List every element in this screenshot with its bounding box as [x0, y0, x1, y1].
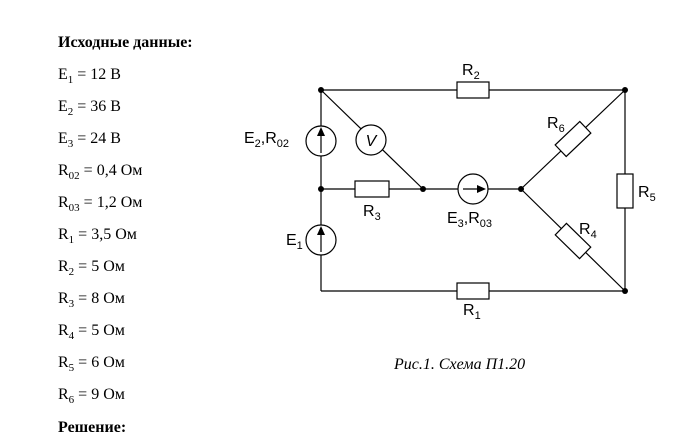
given-item: R2 = 5 Ом [58, 258, 125, 279]
given-item: R6 = 9 Ом [58, 386, 125, 407]
given-item: E3 = 24 В [58, 130, 121, 151]
resistor-r1 [456, 282, 490, 300]
given-item: R4 = 5 Ом [58, 322, 125, 343]
label-e2-r02: E2,R02 [244, 130, 289, 150]
given-item: E2 = 36 В [58, 98, 121, 119]
source-e2 [305, 125, 337, 157]
voltmeter-label: V [366, 133, 378, 150]
resistor-r3 [354, 180, 390, 198]
junction-nodes [318, 87, 628, 294]
label-e1: E1 [286, 232, 303, 252]
label-r5: R5 [638, 184, 656, 204]
voltmeter: V [355, 124, 387, 156]
given-item: E1 = 12 В [58, 66, 121, 87]
given-item: R03 = 1,2 Ом [58, 194, 143, 215]
given-item: R5 = 6 Ом [58, 354, 125, 375]
label-r4: R4 [579, 221, 597, 241]
figure-caption: Рис.1. Схема П1.20 [393, 356, 525, 373]
given-item: R1 = 3,5 Ом [58, 226, 137, 247]
resistor-r6 [554, 120, 592, 158]
given-data-title: Исходные данные: [58, 34, 193, 51]
source-e3 [457, 173, 489, 205]
label-r1: R1 [463, 302, 481, 322]
given-item: R02 = 0,4 Ом [58, 162, 143, 183]
label-r6: R6 [547, 115, 565, 135]
label-e3-r03: E3,R03 [447, 210, 492, 230]
resistor-r5 [616, 173, 634, 209]
given-data-list: Исходные данные: E1 = 12 В E2 = 36 В E3 = … [58, 33, 288, 417]
resistor-r4 [554, 222, 592, 260]
label-r3: R3 [363, 203, 381, 223]
resistor-r2 [456, 81, 490, 99]
given-item: R3 = 8 Ом [58, 290, 125, 311]
solution-heading: Решение: [58, 419, 127, 436]
source-e1 [305, 224, 337, 256]
given-items: E1 = 12 В E2 = 36 В E3 = 24 В R02 = 0,4 Ом R… [58, 65, 288, 417]
label-r2: R2 [462, 62, 480, 82]
